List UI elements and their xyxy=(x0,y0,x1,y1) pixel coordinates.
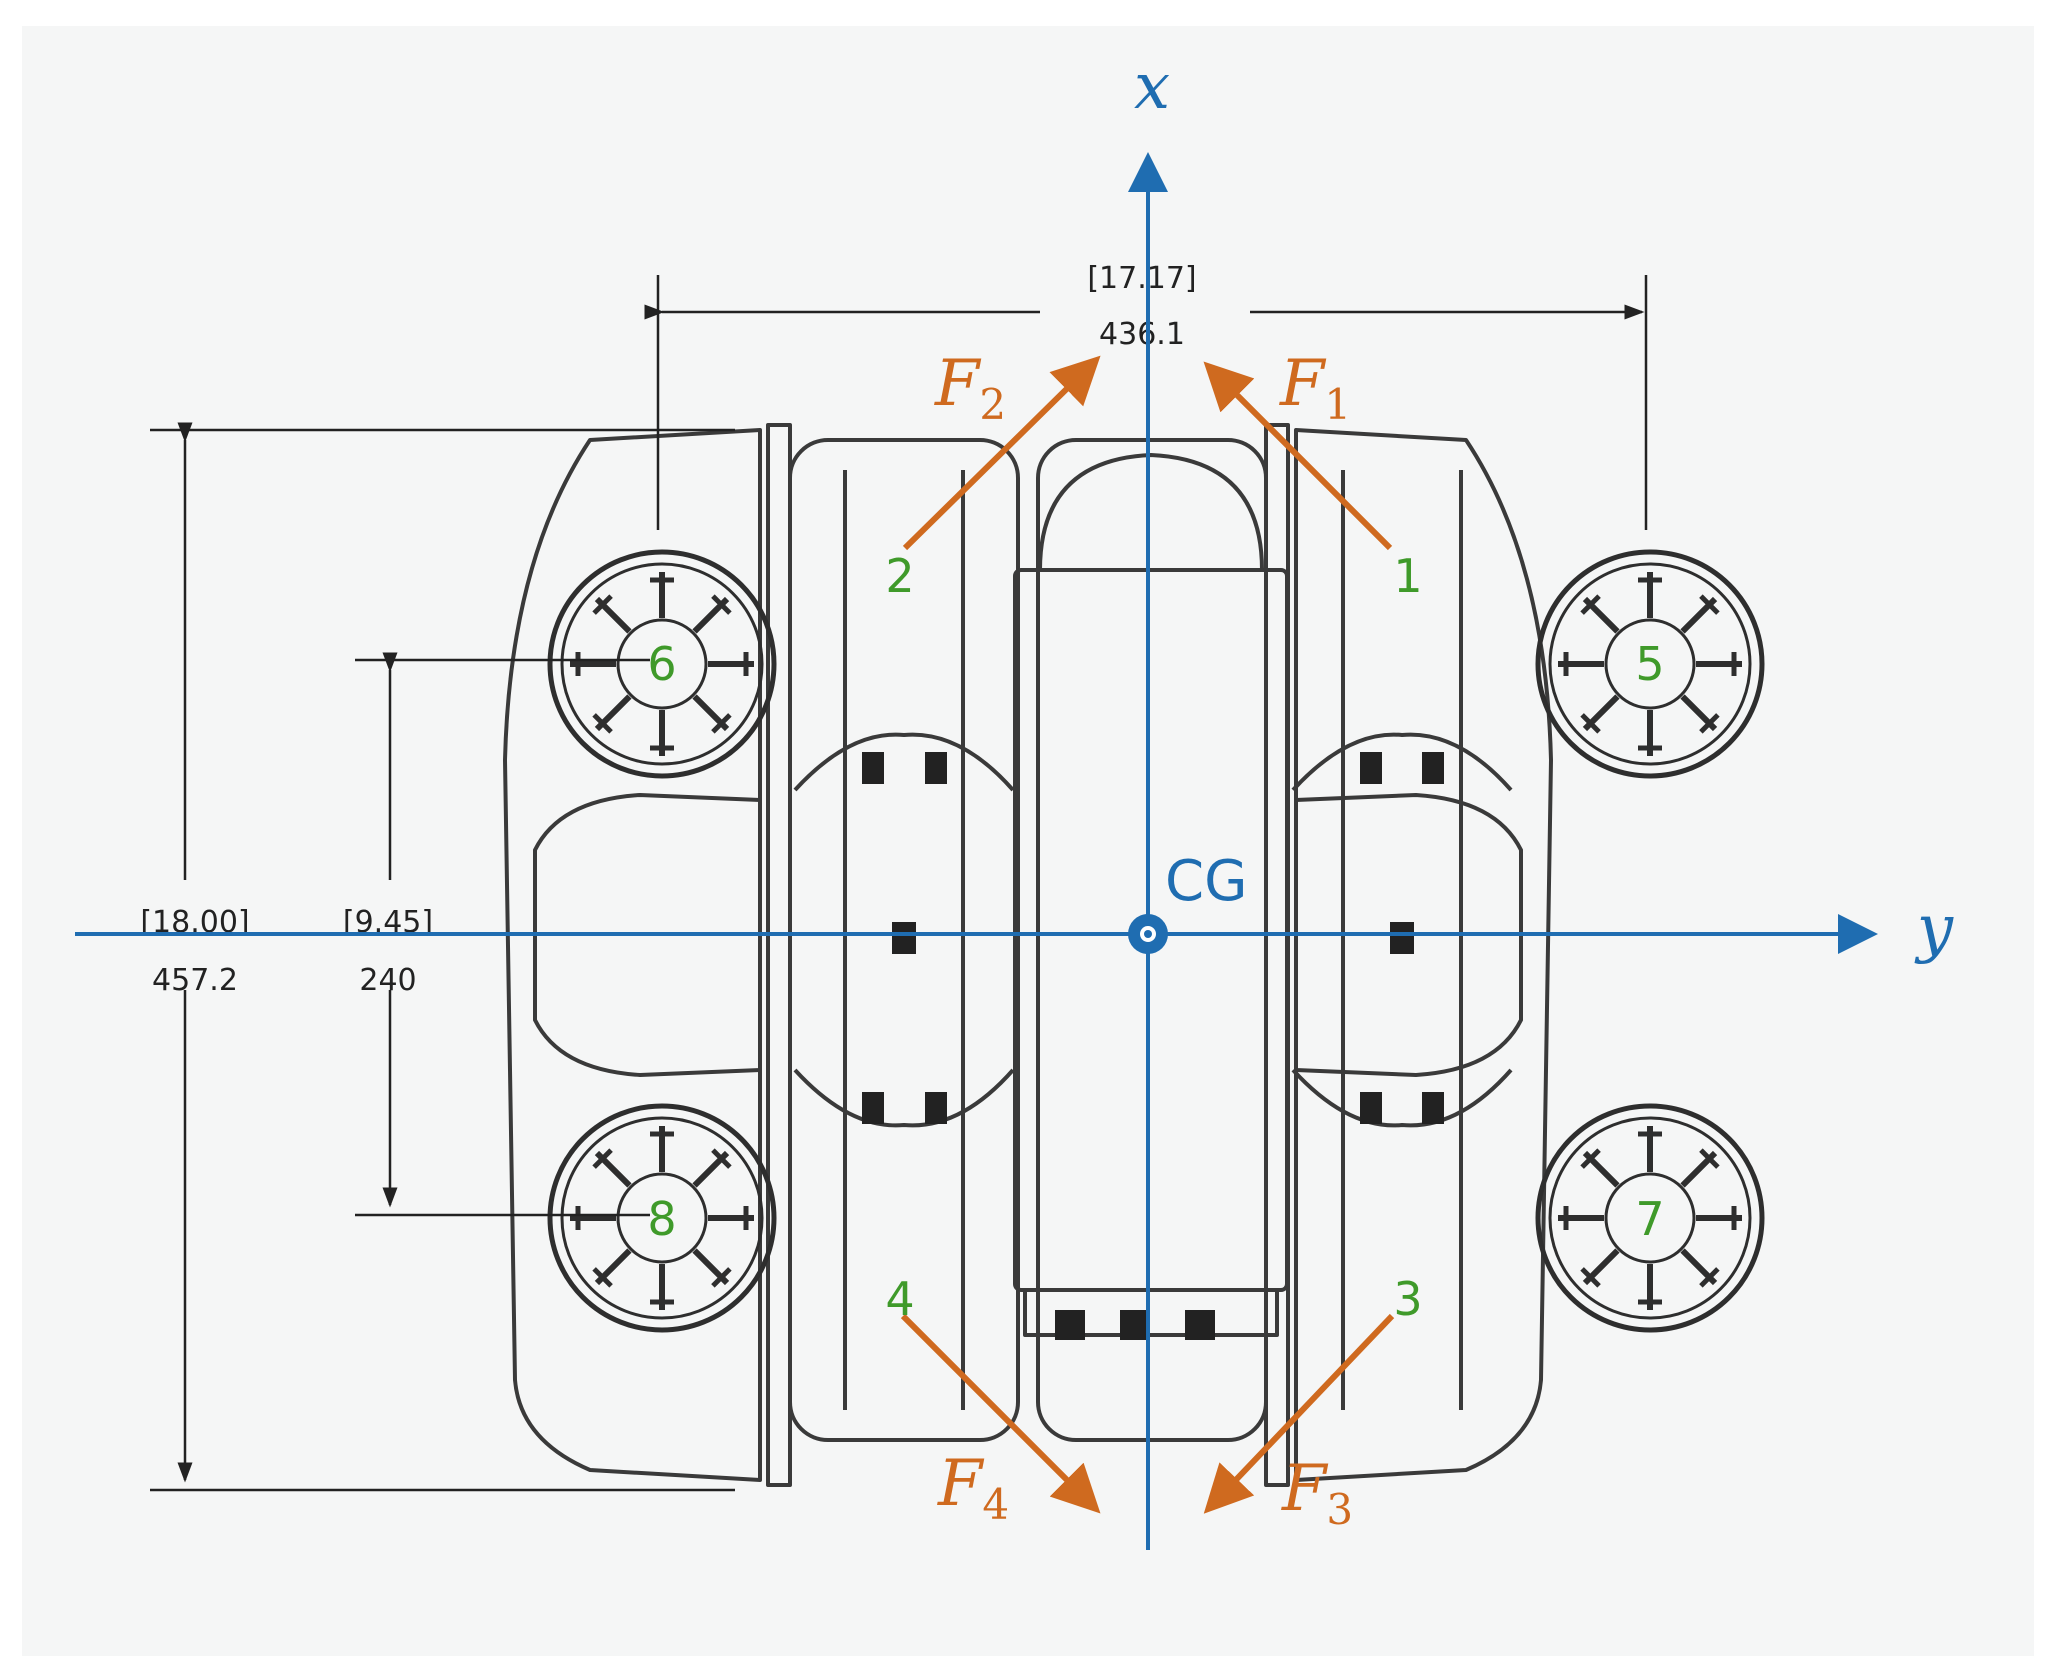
force-label-f1: F1 xyxy=(1279,347,1351,429)
force-arrows xyxy=(900,355,1395,1514)
dome xyxy=(1038,453,1264,571)
right-float xyxy=(1036,438,1268,1442)
float-clamps xyxy=(862,752,1444,1340)
thruster-number-4: 4 xyxy=(885,1272,914,1326)
y-axis-label: y xyxy=(1914,892,1954,966)
coordinate-axes xyxy=(75,152,1878,1550)
thruster-number-3: 3 xyxy=(1393,1272,1422,1326)
thruster-number-7: 7 xyxy=(1635,1192,1664,1246)
force-arrow-f2 xyxy=(902,355,1101,551)
thruster-number-6: 6 xyxy=(647,637,676,691)
thruster-number-2: 2 xyxy=(885,549,914,603)
dim-width-inches: [17.17] xyxy=(1087,261,1196,296)
dim-inner-length-mm: 240 xyxy=(359,963,416,998)
cg-label: CG xyxy=(1165,849,1248,914)
thruster-ring-8 xyxy=(547,1103,777,1333)
tube-endcap xyxy=(1023,1288,1279,1337)
force-label-f2: F2 xyxy=(934,347,1006,429)
thruster-ring-5 xyxy=(1535,549,1765,779)
rov-body xyxy=(503,423,1553,1487)
background-panel xyxy=(22,26,2034,1656)
thruster-rings xyxy=(547,549,1765,1333)
force-label-f3: F3 xyxy=(1281,1452,1353,1534)
thruster-number-1: 1 xyxy=(1393,549,1422,603)
thruster-number-5: 5 xyxy=(1635,637,1664,691)
force-label-f4: F4 xyxy=(937,1447,1009,1529)
thruster-number-8: 8 xyxy=(647,1192,676,1246)
force-arrow-f3 xyxy=(1203,1313,1395,1514)
dim-width-mm: 436.1 xyxy=(1099,317,1185,352)
right-opening xyxy=(1294,793,1523,1077)
force-arrow-f1 xyxy=(1203,361,1393,551)
right-outer-shell xyxy=(1294,428,1553,1482)
dimension-lines xyxy=(150,275,1648,1492)
dim-outer-length-mm: 457.2 xyxy=(152,963,238,998)
left-outer-shell xyxy=(503,428,762,1482)
thruster-ring-6 xyxy=(547,549,777,779)
left-opening xyxy=(533,793,762,1077)
thruster-ring-7 xyxy=(1535,1103,1765,1333)
left-float xyxy=(788,438,1020,1442)
force-arrow-f4 xyxy=(900,1313,1101,1514)
x-axis-label: x xyxy=(1134,50,1170,124)
